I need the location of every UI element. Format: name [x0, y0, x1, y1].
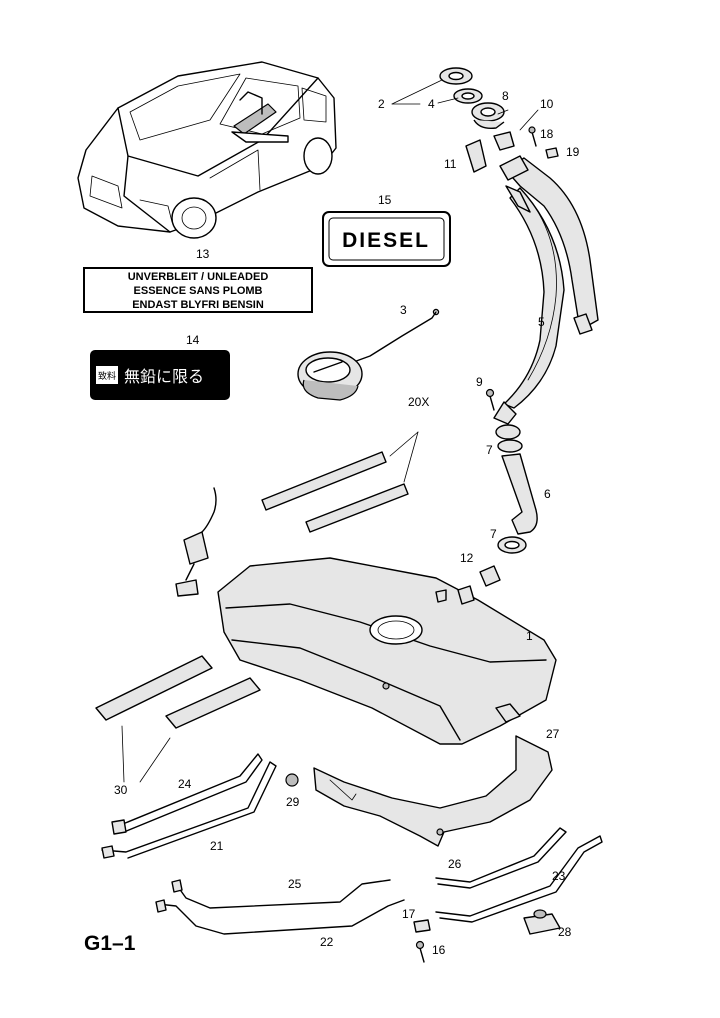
callout-labels: 1 2 3 4 5 6 7 7 8 9 10 11 12 13 14 15 16… — [114, 89, 580, 957]
tank-strips — [261, 431, 419, 533]
callout-14: 14 — [186, 333, 200, 347]
callout-21: 21 — [210, 839, 224, 853]
callout-9: 9 — [476, 375, 483, 389]
callout-3: 3 — [400, 303, 407, 317]
callout-19: 19 — [566, 145, 580, 159]
unleaded-line-3: ENDAST BLYFRI BENSIN — [132, 299, 264, 311]
fuel-cap — [297, 308, 440, 401]
callout-11: 11 — [444, 157, 457, 171]
right-straps — [435, 827, 603, 923]
lower-straps — [155, 879, 405, 935]
callout-13: 13 — [196, 247, 210, 261]
unleaded-line-1: UNVERBLEIT / UNLEADED — [128, 271, 269, 283]
page-code: G1–1 — [84, 932, 136, 955]
heat-shield — [313, 735, 553, 847]
callout-28: 28 — [558, 925, 572, 939]
diesel-text: DIESEL — [342, 229, 430, 252]
insulation-pads — [95, 655, 261, 783]
callout-8: 8 — [502, 89, 509, 103]
vehicle-illustration — [77, 61, 337, 239]
fuel-tank — [217, 557, 557, 745]
callout-16: 16 — [432, 943, 446, 957]
callout-7-upper: 7 — [486, 443, 493, 457]
callout-7-lower: 7 — [490, 527, 497, 541]
callout-24: 24 — [178, 777, 192, 791]
callout-1: 1 — [526, 629, 533, 643]
callout-6: 6 — [544, 487, 551, 501]
japanese-decal-text: 無鉛に限る — [124, 367, 204, 386]
callout-27: 27 — [546, 727, 560, 741]
callout-22: 22 — [320, 935, 334, 949]
callout-26: 26 — [448, 857, 462, 871]
japanese-badge-text: 致料 — [98, 370, 116, 382]
japanese-unleaded-decal: 致料 無鉛に限る — [90, 350, 230, 400]
callout-18: 18 — [540, 127, 554, 141]
unleaded-line-2: ESSENCE SANS PLOMB — [134, 285, 263, 297]
filler-neck-pipe — [493, 155, 599, 425]
nut — [285, 773, 299, 787]
callout-15: 15 — [378, 193, 392, 207]
callout-23: 23 — [552, 869, 566, 883]
fuel-sender-unit — [175, 487, 217, 597]
diesel-decal: DIESEL — [322, 211, 451, 267]
callout-2: 2 — [378, 97, 385, 111]
callout-17: 17 — [402, 907, 416, 921]
callout-29: 29 — [286, 795, 300, 809]
callout-20x: 20X — [408, 395, 429, 409]
callout-12: 12 — [460, 551, 474, 565]
callout-5: 5 — [538, 315, 545, 329]
callout-30: 30 — [114, 783, 128, 797]
hose-and-clamps — [479, 388, 538, 587]
unleaded-decal: UNVERBLEIT / UNLEADED ESSENCE SANS PLOMB… — [83, 267, 313, 313]
leader-lines — [391, 79, 539, 131]
callout-10: 10 — [540, 97, 554, 111]
filler-neck-seals — [439, 67, 559, 173]
callout-4: 4 — [428, 97, 435, 111]
small-fasteners — [413, 909, 561, 963]
callout-25: 25 — [288, 877, 302, 891]
left-straps — [101, 753, 277, 859]
